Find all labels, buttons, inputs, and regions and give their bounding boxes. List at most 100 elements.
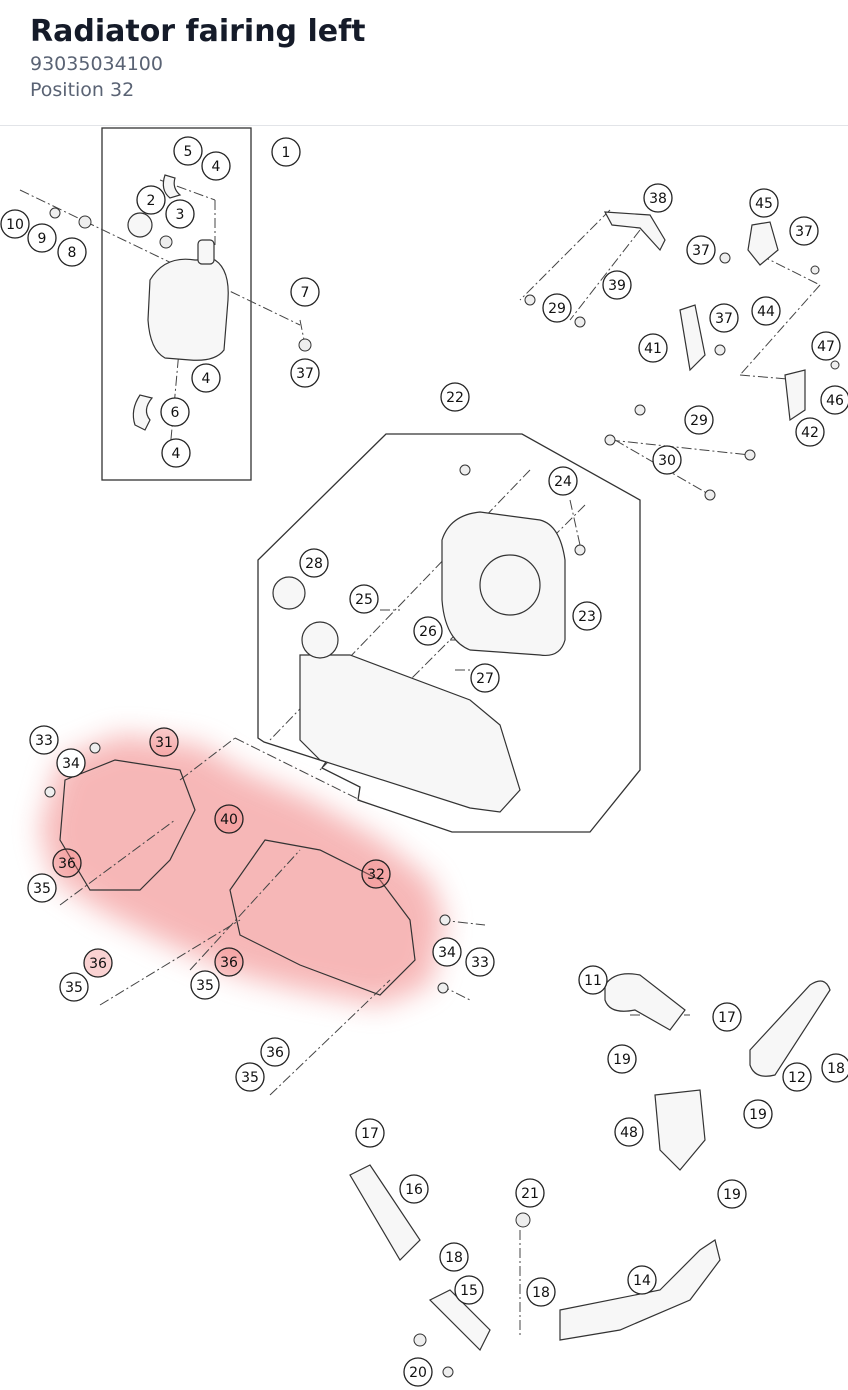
callout-30[interactable]: 30 bbox=[652, 445, 682, 475]
callout-19[interactable]: 19 bbox=[717, 1179, 747, 1209]
callout-5[interactable]: 5 bbox=[173, 136, 203, 166]
callout-11[interactable]: 11 bbox=[578, 965, 608, 995]
callout-28[interactable]: 28 bbox=[299, 548, 329, 578]
callout-29[interactable]: 29 bbox=[684, 405, 714, 435]
callout-39[interactable]: 39 bbox=[602, 270, 632, 300]
bracket-45 bbox=[747, 221, 779, 266]
callout-label: 31 bbox=[155, 735, 173, 751]
callout-1[interactable]: 1 bbox=[271, 137, 301, 167]
callout-label: 28 bbox=[305, 556, 323, 572]
callout-40[interactable]: 40 bbox=[214, 804, 244, 834]
callout-27[interactable]: 27 bbox=[470, 663, 500, 693]
callout-22[interactable]: 22 bbox=[440, 382, 470, 412]
callout-37[interactable]: 37 bbox=[709, 303, 739, 333]
callout-41[interactable]: 41 bbox=[638, 333, 668, 363]
callout-label: 4 bbox=[202, 371, 211, 387]
callout-24[interactable]: 24 bbox=[548, 466, 578, 496]
callout-37[interactable]: 37 bbox=[789, 216, 819, 246]
callout-18[interactable]: 18 bbox=[439, 1242, 469, 1272]
radiator-fairing-upper bbox=[59, 759, 196, 891]
callout-46[interactable]: 46 bbox=[820, 385, 848, 415]
callout-8[interactable]: 8 bbox=[57, 237, 87, 267]
callout-label: 23 bbox=[578, 609, 596, 625]
callout-20[interactable]: 20 bbox=[403, 1357, 433, 1387]
callout-label: 4 bbox=[212, 159, 221, 175]
callout-4[interactable]: 4 bbox=[191, 363, 221, 393]
part-header: Radiator fairing left 93035034100 Positi… bbox=[0, 0, 848, 126]
callout-45[interactable]: 45 bbox=[749, 188, 779, 218]
callout-44[interactable]: 44 bbox=[751, 296, 781, 326]
callout-label: 19 bbox=[749, 1107, 767, 1123]
hose-14 bbox=[559, 1239, 721, 1341]
bracket-38 bbox=[603, 211, 666, 252]
callout-35[interactable]: 35 bbox=[59, 972, 89, 1002]
callout-36[interactable]: 36 bbox=[52, 848, 82, 878]
radiator-core bbox=[299, 654, 521, 813]
callout-35[interactable]: 35 bbox=[190, 970, 220, 1000]
callout-label: 35 bbox=[65, 980, 83, 996]
callout-38[interactable]: 38 bbox=[643, 183, 673, 213]
callout-3[interactable]: 3 bbox=[165, 199, 195, 229]
callout-37[interactable]: 37 bbox=[290, 358, 320, 388]
callout-19[interactable]: 19 bbox=[743, 1099, 773, 1129]
position-label: Position 32 bbox=[30, 79, 135, 101]
callout-label: 37 bbox=[795, 224, 813, 240]
callout-17[interactable]: 17 bbox=[712, 1002, 742, 1032]
callout-6[interactable]: 6 bbox=[160, 397, 190, 427]
callout-42[interactable]: 42 bbox=[795, 417, 825, 447]
callout-29[interactable]: 29 bbox=[542, 293, 572, 323]
callout-34[interactable]: 34 bbox=[432, 937, 462, 967]
callout-4[interactable]: 4 bbox=[161, 438, 191, 468]
callout-36[interactable]: 36 bbox=[214, 947, 244, 977]
callout-7[interactable]: 7 bbox=[290, 277, 320, 307]
callout-label: 35 bbox=[33, 881, 51, 897]
callout-36[interactable]: 36 bbox=[260, 1037, 290, 1067]
callout-label: 11 bbox=[584, 973, 602, 989]
callout-label: 37 bbox=[715, 311, 733, 327]
callout-23[interactable]: 23 bbox=[572, 601, 602, 631]
callout-12[interactable]: 12 bbox=[782, 1062, 812, 1092]
thermostat-48 bbox=[654, 1089, 706, 1171]
callout-16[interactable]: 16 bbox=[399, 1174, 429, 1204]
callout-36[interactable]: 36 bbox=[83, 948, 113, 978]
callout-18[interactable]: 18 bbox=[821, 1053, 848, 1083]
callout-label: 39 bbox=[608, 278, 626, 294]
callout-label: 27 bbox=[476, 671, 494, 687]
callout-14[interactable]: 14 bbox=[627, 1265, 657, 1295]
callout-2[interactable]: 2 bbox=[136, 185, 166, 215]
callout-18[interactable]: 18 bbox=[526, 1277, 556, 1307]
callout-label: 7 bbox=[301, 285, 310, 301]
callout-9[interactable]: 9 bbox=[27, 223, 57, 253]
hose-12 bbox=[749, 980, 831, 1077]
expansion-tank bbox=[147, 258, 229, 361]
callout-25[interactable]: 25 bbox=[349, 584, 379, 614]
callout-19[interactable]: 19 bbox=[607, 1044, 637, 1074]
callout-label: 35 bbox=[196, 978, 214, 994]
callout-label: 19 bbox=[723, 1187, 741, 1203]
callout-21[interactable]: 21 bbox=[515, 1178, 545, 1208]
callout-33[interactable]: 33 bbox=[465, 947, 495, 977]
callout-35[interactable]: 35 bbox=[27, 873, 57, 903]
callout-47[interactable]: 47 bbox=[811, 331, 841, 361]
callout-32[interactable]: 32 bbox=[361, 859, 391, 889]
callout-4[interactable]: 4 bbox=[201, 151, 231, 181]
callout-31[interactable]: 31 bbox=[149, 727, 179, 757]
callout-17[interactable]: 17 bbox=[355, 1118, 385, 1148]
callout-10[interactable]: 10 bbox=[0, 209, 30, 239]
callout-35[interactable]: 35 bbox=[235, 1062, 265, 1092]
callout-33[interactable]: 33 bbox=[29, 725, 59, 755]
callout-label: 18 bbox=[445, 1250, 463, 1266]
callout-label: 36 bbox=[220, 955, 238, 971]
callout-34[interactable]: 34 bbox=[56, 748, 86, 778]
callout-label: 26 bbox=[419, 624, 437, 640]
callout-label: 22 bbox=[446, 390, 464, 406]
callout-26[interactable]: 26 bbox=[413, 616, 443, 646]
callout-label: 35 bbox=[241, 1070, 259, 1086]
callout-label: 37 bbox=[296, 366, 314, 382]
callout-37[interactable]: 37 bbox=[686, 235, 716, 265]
callout-label: 48 bbox=[620, 1125, 638, 1141]
callout-48[interactable]: 48 bbox=[614, 1117, 644, 1147]
callout-label: 2 bbox=[147, 193, 156, 209]
callout-label: 4 bbox=[172, 446, 181, 462]
callout-15[interactable]: 15 bbox=[454, 1275, 484, 1305]
